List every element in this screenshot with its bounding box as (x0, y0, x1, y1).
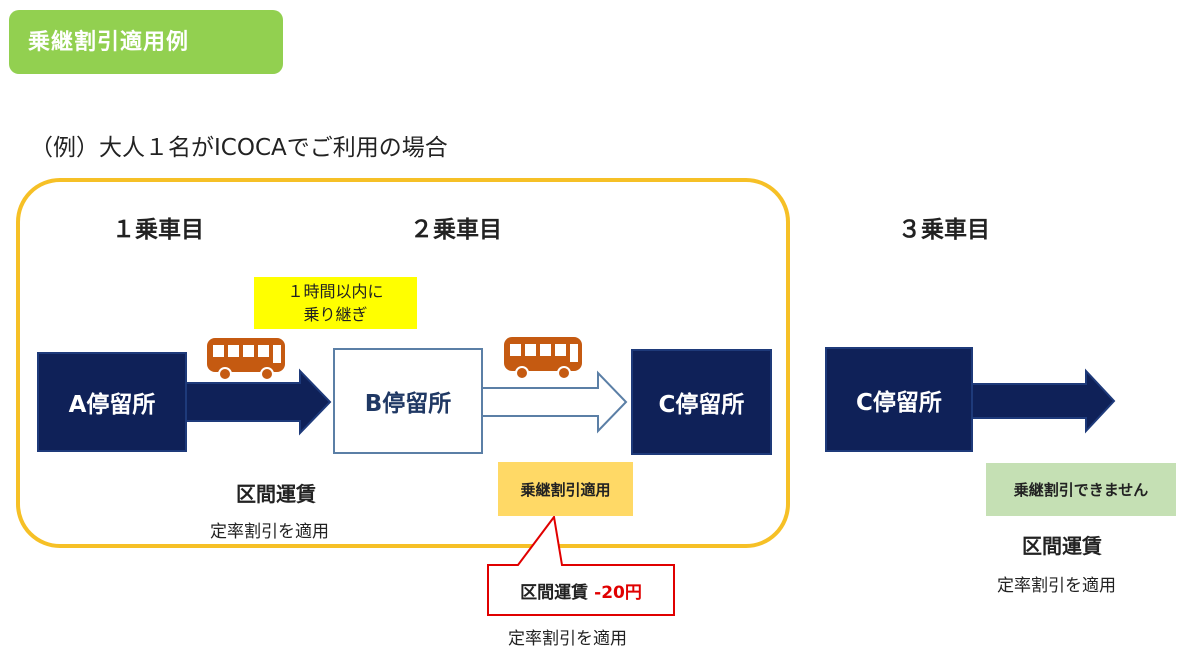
fare-title-ride1: 区間運賃 (236, 482, 316, 506)
discount-callout-shape (487, 514, 675, 616)
header-banner (9, 10, 283, 74)
stop-b-label: B停留所 (364, 391, 452, 417)
no-transfer-label: 乗継割引できません (1013, 481, 1149, 499)
right-arrow-icon (185, 368, 332, 436)
stop-c-second-label: C停留所 (856, 389, 942, 416)
bus-icon (207, 338, 285, 381)
example-caption: （例）大人１名がICOCAでご利用の場合 (30, 135, 448, 161)
transfer-discount-label: 乗継割引適用 (520, 480, 611, 499)
stop-c-first-label: C停留所 (658, 392, 745, 418)
ride-label-3: ３乗車目 (898, 217, 990, 243)
right-arrow-icon (481, 370, 628, 434)
fare-title-ride3: 区間運賃 (1022, 534, 1102, 558)
stop-a: A停留所 (37, 352, 187, 452)
transfer-discount-badge: 乗継割引適用 (498, 462, 633, 516)
right-arrow-icon (971, 368, 1116, 434)
ride-label-1: １乗車目 (112, 217, 204, 243)
fare-sub-ride3: 定率割引を適用 (997, 576, 1116, 596)
ride-label-2: ２乗車目 (410, 217, 502, 243)
transfer-group-frame (16, 178, 790, 548)
bus-icon (504, 337, 582, 380)
fare-sub-ride1: 定率割引を適用 (210, 522, 329, 542)
stop-b: B停留所 (333, 348, 483, 454)
callout-fare-title: 区間運賃 (520, 582, 589, 603)
transfer-note-line2: 乗り継ぎ (303, 305, 368, 324)
transfer-time-note: １時間以内に 乗り継ぎ (254, 277, 417, 329)
discount-callout: 区間運賃 -20円 (488, 565, 674, 615)
page-title: 乗継割引適用例 (28, 30, 190, 55)
stop-a-label: A停留所 (68, 392, 156, 418)
stop-c-first: C停留所 (631, 349, 772, 455)
stop-c-second: C停留所 (825, 347, 973, 452)
callout-discount-amount: -20円 (594, 582, 642, 603)
transfer-note-line1: １時間以内に (287, 282, 384, 301)
fare-sub-ride2: 定率割引を適用 (508, 629, 627, 649)
no-transfer-badge: 乗継割引できません (986, 463, 1176, 516)
